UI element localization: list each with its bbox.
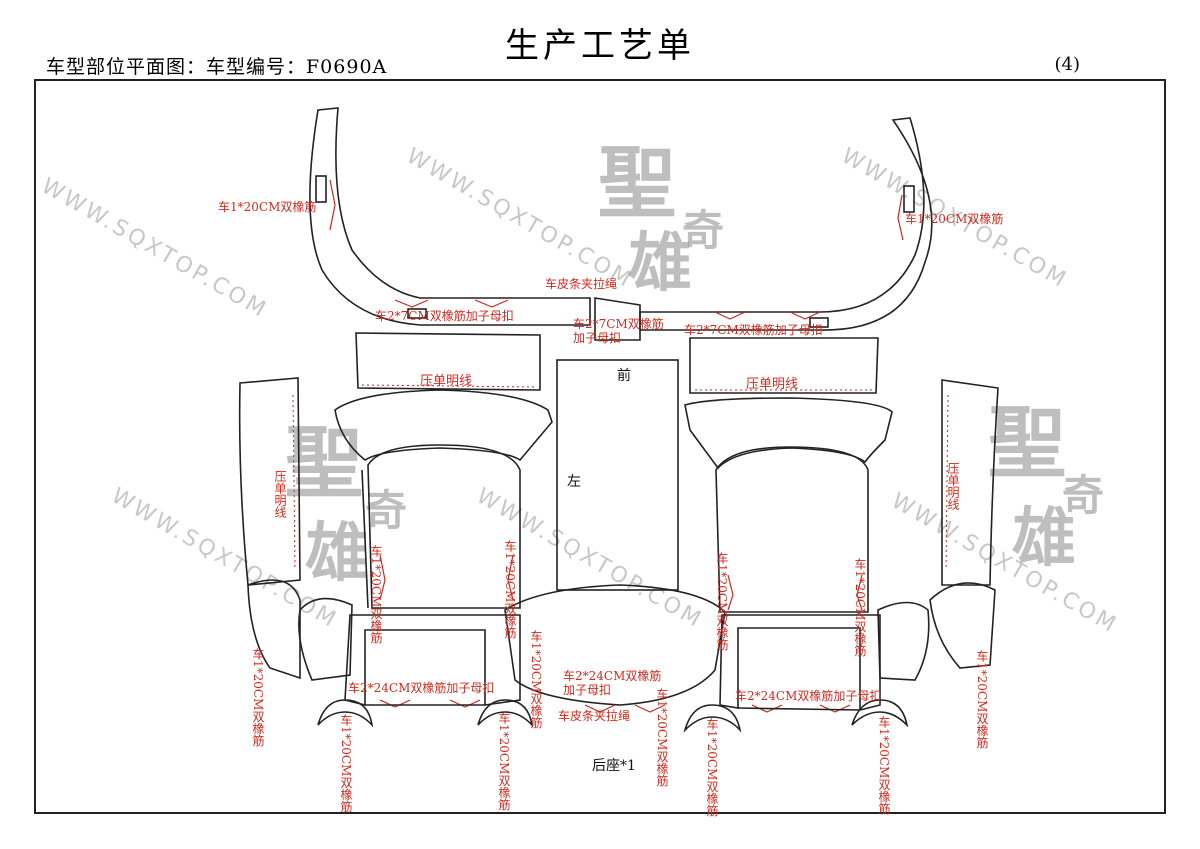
page-number: (4)	[1054, 54, 1081, 75]
label-rubber-12: 车1*20CM双橡筋	[877, 715, 891, 815]
left-cushion-piece	[334, 389, 553, 609]
label-press-right: 压单明线	[746, 377, 798, 392]
right-side-strip	[941, 379, 999, 586]
label-rubber-9: 车1*20CM双橡筋	[339, 713, 353, 813]
svg-text:雄: 雄	[305, 516, 369, 591]
label-bottom-center-2: 加子母扣	[563, 683, 611, 697]
label-rubber-1: 车1*20CM双橡筋	[369, 544, 383, 644]
svg-text:奇: 奇	[682, 206, 724, 255]
bottom-center-piece	[504, 584, 726, 713]
label-pull-rope-top: 车皮条夹拉绳	[545, 276, 617, 291]
watermark-url: WWW.SQXTOP.COM	[37, 174, 272, 324]
watermark-logo: 聖 奇 雄	[285, 418, 407, 591]
label-side-press-left: 压单明线	[273, 470, 287, 518]
label-center-strip-1: 车2*7CM双橡筋	[573, 316, 664, 331]
right-corner-piece	[929, 582, 996, 669]
horseshoe-piece	[317, 699, 374, 728]
label-top-left-arc: 车1*20CM双橡筋	[218, 199, 316, 214]
left-corner-piece	[247, 579, 301, 680]
label-press-left: 压单明线	[420, 374, 472, 389]
label-rubber-2: 车1*20CM双橡筋	[503, 539, 517, 639]
label-pull-rope-bottom: 车皮条夹拉绳	[558, 708, 630, 723]
svg-text:雄: 雄	[1012, 501, 1076, 576]
model-subtitle: 车型部位平面图：车型编号：F0690A	[46, 56, 388, 78]
svg-text:奇: 奇	[1062, 471, 1104, 520]
label-rubber-4: 车1*20CM双橡筋	[853, 557, 867, 657]
svg-text:奇: 奇	[365, 486, 407, 535]
bottom-right-piece	[719, 614, 881, 713]
label-top-left-strip: 车2*7CM双橡筋加子母扣	[375, 308, 514, 323]
svg-text:聖: 聖	[285, 418, 363, 509]
label-top-right-arc: 车1*20CM双橡筋	[905, 211, 1003, 226]
label-rubber-6: 车1*20CM双橡筋	[529, 629, 543, 729]
right-bulge-piece	[877, 601, 930, 681]
drawing-frame	[34, 79, 1166, 814]
horseshoe-piece	[683, 704, 742, 733]
label-rear-seat: 后座*1	[592, 758, 636, 774]
left-bulge-piece	[298, 597, 353, 681]
label-bottom-left-strip: 车2*24CM双橡筋加子母扣	[348, 680, 494, 695]
label-left: 左	[567, 474, 581, 490]
label-rubber-5: 车1*20CM双橡筋	[251, 647, 265, 747]
label-bottom-right-strip: 车2*24CM双橡筋加子母扣	[735, 688, 881, 703]
top-left-arc-piece	[309, 107, 591, 326]
press-right-panel	[689, 337, 879, 394]
horseshoe-piece	[851, 699, 909, 728]
watermark-logo: 聖 奇 雄	[598, 138, 724, 301]
document-title: 生产工艺单	[505, 26, 695, 66]
label-rubber-3: 车1*20CM双橡筋	[715, 551, 729, 651]
label-rubber-10: 车1*20CM双橡筋	[497, 711, 511, 811]
right-cushion-piece	[684, 397, 893, 613]
svg-text:聖: 聖	[988, 398, 1066, 489]
center-strip-piece	[594, 297, 641, 341]
svg-text:聖: 聖	[598, 138, 676, 229]
center-panel	[556, 359, 679, 591]
label-center-strip-2: 加子母扣	[573, 331, 621, 345]
press-left-panel	[355, 332, 541, 391]
watermark-logo: 聖 奇 雄	[988, 398, 1104, 576]
label-side-press-right: 压单明线	[946, 462, 960, 510]
bottom-left-piece	[344, 614, 521, 708]
svg-text:雄: 雄	[628, 226, 692, 301]
label-top-right-strip: 车2*7CM双橡筋加子母扣	[684, 322, 823, 337]
label-rubber-11: 车1*20CM双橡筋	[705, 717, 719, 817]
label-front: 前	[617, 367, 631, 384]
label-rubber-8: 车1*20CM双橡筋	[975, 649, 989, 749]
label-bottom-center-1: 车2*24CM双橡筋	[563, 668, 661, 683]
horseshoe-piece	[477, 699, 534, 728]
label-rubber-7: 车1*20CM双橡筋	[655, 687, 669, 787]
